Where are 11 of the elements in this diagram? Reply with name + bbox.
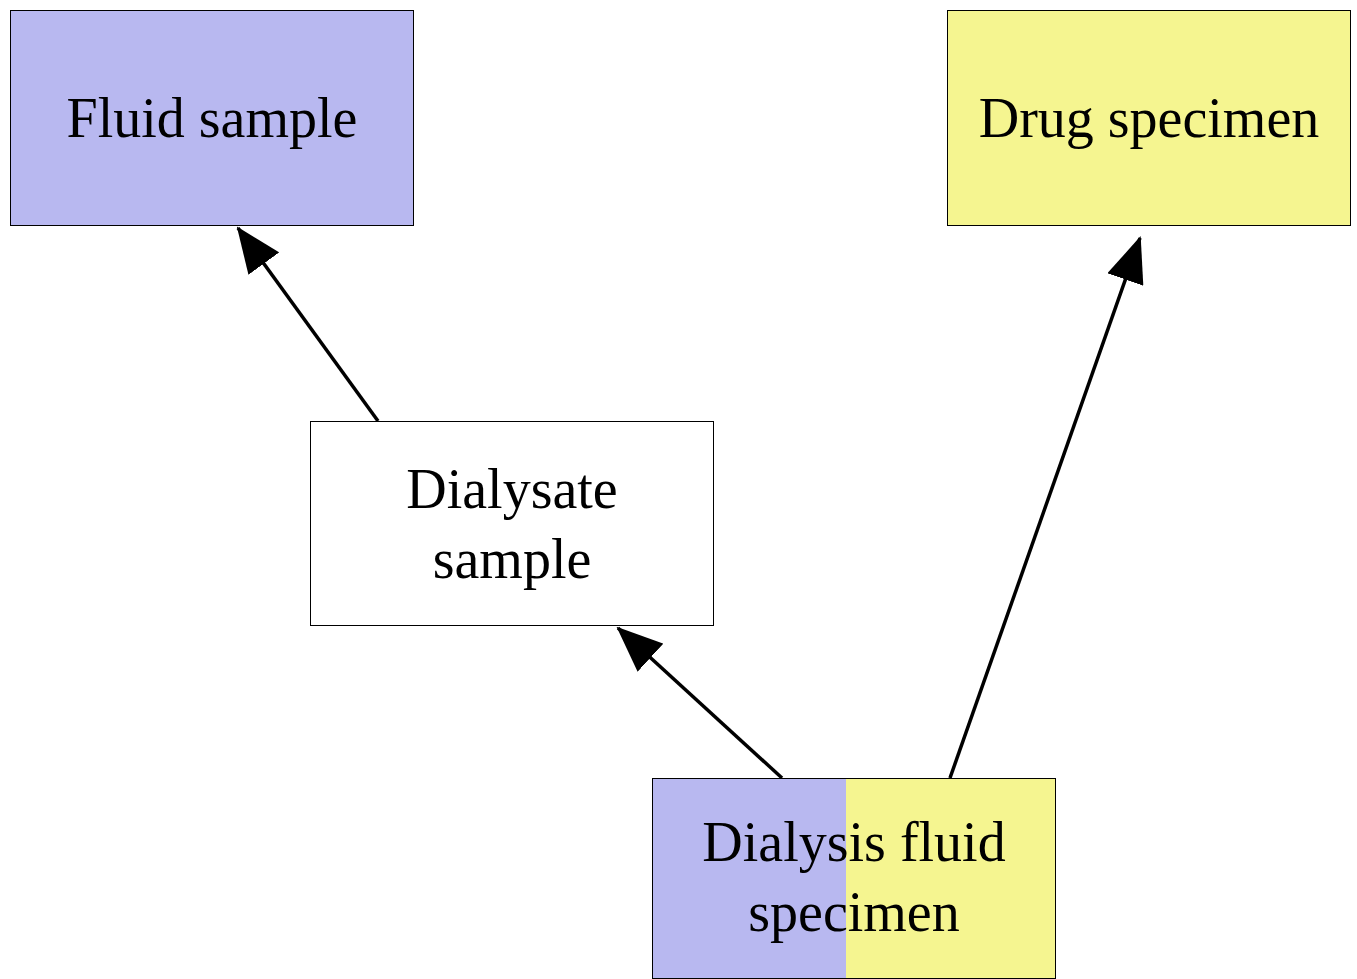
arrow xyxy=(616,626,784,780)
box-label: Dialysate sample xyxy=(405,456,619,592)
box-label: Dialysis fluid specimen xyxy=(701,810,1007,945)
arrow xyxy=(236,226,380,423)
process-box xyxy=(652,778,1056,979)
box-label: Drug specimen xyxy=(977,86,1321,151)
process-box xyxy=(10,10,414,226)
box-label: Fluid sample xyxy=(65,86,359,151)
arrow xyxy=(948,236,1144,779)
process-box xyxy=(310,421,714,626)
process-box xyxy=(947,10,1351,226)
